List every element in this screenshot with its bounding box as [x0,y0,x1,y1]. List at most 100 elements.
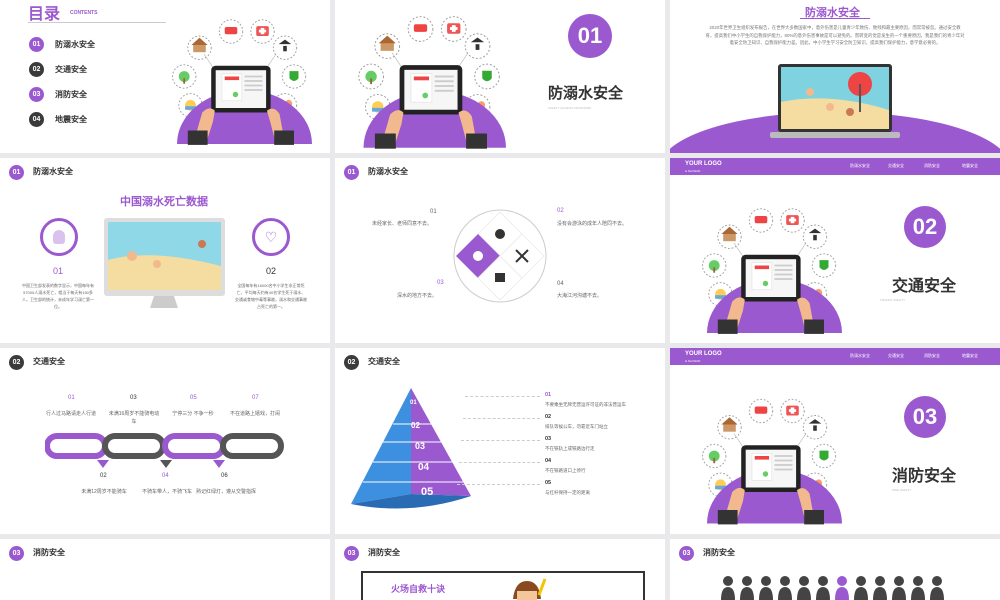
pyramid-leader-line [457,484,540,485]
toc-subtitle: CONTENTS [70,10,98,16]
rule-top-2-text: 未满16周岁不能骑电动车 [108,411,160,425]
pyramid-chart [351,388,471,509]
person-icon [892,576,906,600]
slide-fire-section[interactable]: YOUR LOGO & SLOGAN 防溺水安全 交通安全 消防安全 地震安全 … [670,348,1000,534]
toc-item-label[interactable]: 防溺水安全 [55,40,95,49]
rule-3-number: 03 [437,280,444,286]
title-underline [800,18,870,19]
slide-fire-2[interactable]: 03 消防安全 火场自救十诀 [335,539,665,600]
pyramid-item-text: 不在铁轨上或铁路边行走 [545,446,595,451]
section-badge: 01 [9,165,24,180]
nav-item-fire[interactable]: 消防安全 [924,353,940,358]
tablet-illustration [358,16,507,150]
person-icon [740,576,754,600]
bulb-icon [40,218,78,256]
rule-top-3-number: 05 [190,395,197,401]
slide-header: 交通安全 [33,357,65,366]
rule-4-text: 大海江河沟塘不去。 [557,293,603,299]
chain-links [45,433,284,468]
slide-header: 防溺水安全 [368,167,408,176]
slide-header: 消防安全 [33,548,65,557]
person-icon [854,576,868,600]
tablet-illustration [172,19,313,146]
heart-icon: ♡ [252,218,290,256]
slide-drowning-section[interactable]: 01 防溺水安全 SAFETY AGAINST DROWNING [335,0,665,153]
toc-item-label[interactable]: 消防安全 [55,90,87,99]
slide-header: 防溺水安全 [33,167,73,176]
rule-1-text: 未经家长、老师同意不去。 [372,221,433,227]
nav-item-fire[interactable]: 消防安全 [924,163,940,168]
section-badge: 03 [679,546,694,561]
nav-item-drowning[interactable]: 防溺水安全 [850,353,870,358]
rule-bottom-1-number: 02 [100,473,107,479]
pyramid-leader-line [465,396,540,397]
pyramid-item-number: 04 [545,458,552,464]
section-number: 02 [904,206,946,248]
person-icon [797,576,811,600]
people-icons [721,576,944,600]
rule-bottom-3-number: 06 [221,473,228,479]
nav-item-drowning[interactable]: 防溺水安全 [850,163,870,168]
top-nav-bar: YOUR LOGO & SLOGAN 防溺水安全 交通安全 消防安全 地震安全 [670,348,1000,365]
rule-top-1-number: 01 [68,395,75,401]
rule-3-text: 深水的地方不去。 [397,293,438,299]
slide-fire-3[interactable]: 03 消防安全 [670,539,1000,600]
slide-traffic-rules[interactable]: 02 交通安全 01 行人过马路请走人行道 03 未满16周岁不能骑电动车 05… [0,348,330,534]
section-title: 消防安全 [892,468,957,485]
rule-top-1-text: 行人过马路请走人行道 [45,411,96,417]
nav-item-traffic[interactable]: 交通安全 [888,353,904,358]
logo-slogan: & SLOGAN [685,169,701,173]
section-title: 交通安全 [892,278,957,295]
slide-traffic-section[interactable]: YOUR LOGO & SLOGAN 防溺水安全 交通安全 消防安全 地震安全 … [670,158,1000,343]
person-icon [911,576,925,600]
rule-top-3-text: 宁停三分 不争一秒 [172,411,214,417]
firefighter-face-icon [513,578,547,600]
logo-slogan: & SLOGAN [685,359,701,363]
rule-4-number: 04 [557,281,564,287]
pyramid-item-text: 与红杆保持一定的距离 [545,490,590,495]
pyramid-leader-line [459,462,540,463]
slide-fire-1[interactable]: 03 消防安全 [0,539,330,600]
section-title: 防溺水安全 [548,85,624,102]
toc-item-label[interactable]: 地震安全 [55,115,87,124]
rule-bottom-3-text: 熟记红绿灯，遵从交警指挥 [196,489,257,495]
slide-drowning-intro[interactable]: 防溺水安全 2020年世界卫生组织发布报告，在世界大多数国家中，意外伤害是儿童青… [670,0,1000,153]
pyramid-level-5: 05 [421,486,434,498]
pyramid-leader-line [463,418,540,419]
logo-text: YOUR LOGO [685,161,722,167]
logo-text: YOUR LOGO [685,351,722,357]
pyramid-level-3: 03 [415,441,426,451]
toc-item-number: 04 [29,112,44,127]
section-badge: 01 [344,165,359,180]
rule-2-number: 02 [557,208,564,214]
pyramid-item-number: 01 [545,392,552,398]
rule-top-4-number: 07 [252,395,259,401]
rule-bottom-2-number: 04 [162,473,169,479]
pyramid-item-number: 03 [545,436,552,442]
slide-drowning-data[interactable]: 01 防溺水安全 中国溺水死亡数据 01 中国卫生部发表的数字显示，中国每年有5… [0,158,330,343]
person-icon [759,576,773,600]
toc-item-label[interactable]: 交通安全 [55,65,87,74]
section-subtitle: SAFETY AGAINST DROWNING [548,106,592,110]
pyramid-item-text: 排队等候公车，勿靠近车门站立 [545,424,608,429]
slide-title: 中国溺水死亡数据 [120,196,208,208]
nav-item-traffic[interactable]: 交通安全 [888,163,904,168]
tablet-illustration [702,208,843,335]
nav-item-earthquake[interactable]: 地震安全 [962,353,978,358]
toc-item-number: 03 [29,87,44,102]
toc-divider [28,22,166,23]
section-badge: 02 [344,355,359,370]
section-number: 01 [568,14,612,58]
person-icon [816,576,830,600]
slide-header: 交通安全 [368,357,400,366]
nav-item-earthquake[interactable]: 地震安全 [962,163,978,168]
rule-top-2-number: 03 [130,395,137,401]
pyramid-item-number: 02 [545,414,552,420]
rule-bottom-2-text: 不骑车带人，不骑飞车 [141,489,192,495]
slide-header: 消防安全 [368,548,400,557]
toc-item-number: 02 [29,62,44,77]
slide-title: 防溺水安全 [805,7,860,19]
slide-drowning-rules[interactable]: 01 防溺水安全 01 未经家长、老师同意不去。 02 没有会游泳的成年人陪同不… [335,158,665,343]
